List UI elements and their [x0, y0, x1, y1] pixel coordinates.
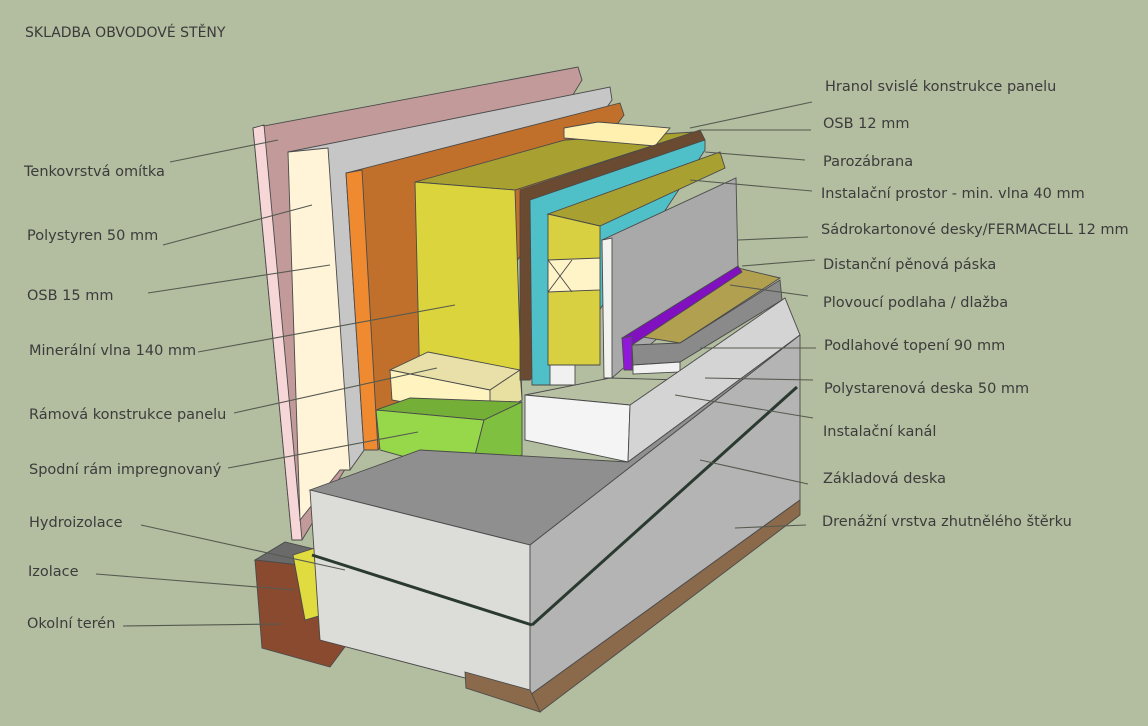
hydro-membrane-line	[311, 553, 533, 627]
label-drainage-gravel: Drenážní vrstva zhutnělého štěrku	[822, 514, 1072, 530]
label-floor-heating: Podlahové topení 90 mm	[824, 338, 1006, 354]
label-foam-tape: Distanční pěnová páska	[823, 257, 997, 273]
vertical-timber-top	[563, 121, 671, 147]
label-installation-space: Instalační prostor - min. vlna 40 mm	[821, 186, 1085, 202]
label-thin-plaster: Tenkovrstvá omítka	[24, 164, 165, 180]
polystyrene-block-front	[524, 394, 631, 463]
label-surrounding-terrain: Okolní terén	[27, 616, 116, 632]
foam-tape-front	[621, 335, 633, 371]
label-floating-floor: Plovoucí podlaha / dlažba	[823, 295, 1009, 311]
label-foundation-slab: Základová deska	[823, 471, 946, 487]
drainage-gravel-front	[464, 671, 541, 713]
label-installation-channel: Instalační kanál	[823, 424, 937, 440]
label-polystyrene-board-50: Polystarenová deska 50 mm	[824, 381, 1030, 397]
diagram-title: SKLADBA OBVODOVÉ STĚNY	[25, 25, 226, 41]
plasterboard-edge	[601, 237, 613, 379]
osb-orange-edge	[345, 169, 379, 451]
polystyrene-layer	[287, 147, 351, 522]
label-insulation: Izolace	[28, 564, 79, 580]
label-frame-construction: Rámová konstrukce panelu	[29, 407, 227, 423]
label-polystyrene-50: Polystyren 50 mm	[27, 228, 159, 244]
label-plasterboard: Sádrokartonové desky/FERMACELL 12 mm	[821, 222, 1129, 238]
installation-timber	[547, 257, 601, 293]
label-waterproofing: Hydroizolace	[29, 515, 123, 531]
label-vapour-barrier: Parozábrana	[823, 154, 914, 170]
label-osb-12: OSB 12 mm	[823, 116, 910, 132]
label-vertical-timber: Hranol svislé konstrukce panelu	[825, 79, 1057, 95]
label-mineral-wool-140: Minerální vlna 140 mm	[29, 343, 197, 359]
label-osb-15: OSB 15 mm	[27, 288, 114, 304]
installation-channel	[549, 364, 576, 386]
label-impregnated-sill: Spodní rám impregnovaný	[29, 462, 222, 478]
